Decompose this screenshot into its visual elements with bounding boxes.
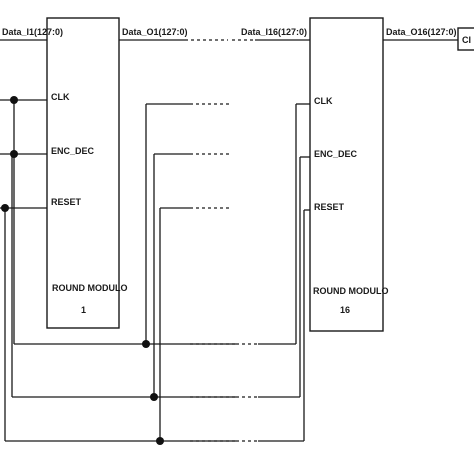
module-1-title: ROUND MODULO bbox=[52, 283, 128, 293]
module-1-number: 1 bbox=[81, 305, 86, 315]
enc-1-label: ENC_DEC bbox=[51, 146, 95, 156]
output-box bbox=[457, 27, 474, 51]
enc-16-label: ENC_DEC bbox=[314, 149, 358, 159]
clk-tap-dot bbox=[142, 340, 150, 348]
reset-16-label: RESET bbox=[314, 202, 345, 212]
output-box-label: CI bbox=[462, 35, 471, 45]
module-16-number: 16 bbox=[340, 305, 350, 315]
reset-junction-dot bbox=[1, 204, 9, 212]
data-out-1-label: Data_O1(127:0) bbox=[122, 27, 188, 37]
module-16-title: ROUND MODULO bbox=[313, 286, 389, 296]
reset-1-label: RESET bbox=[51, 197, 82, 207]
round-module-1-block bbox=[46, 17, 120, 329]
clk-1-label: CLK bbox=[51, 92, 70, 102]
clk-16-label: CLK bbox=[314, 96, 333, 106]
reset-tap-dot bbox=[156, 437, 164, 445]
round-module-16-block bbox=[309, 17, 384, 332]
data-out-16-label: Data_O16(127:0) bbox=[386, 27, 457, 37]
data-in-1-label: Data_I1(127:0) bbox=[2, 27, 63, 37]
enc-junction-dot bbox=[10, 150, 18, 158]
data-in-16-label: Data_I16(127:0) bbox=[241, 27, 307, 37]
clk-junction-dot bbox=[10, 96, 18, 104]
enc-tap-dot bbox=[150, 393, 158, 401]
